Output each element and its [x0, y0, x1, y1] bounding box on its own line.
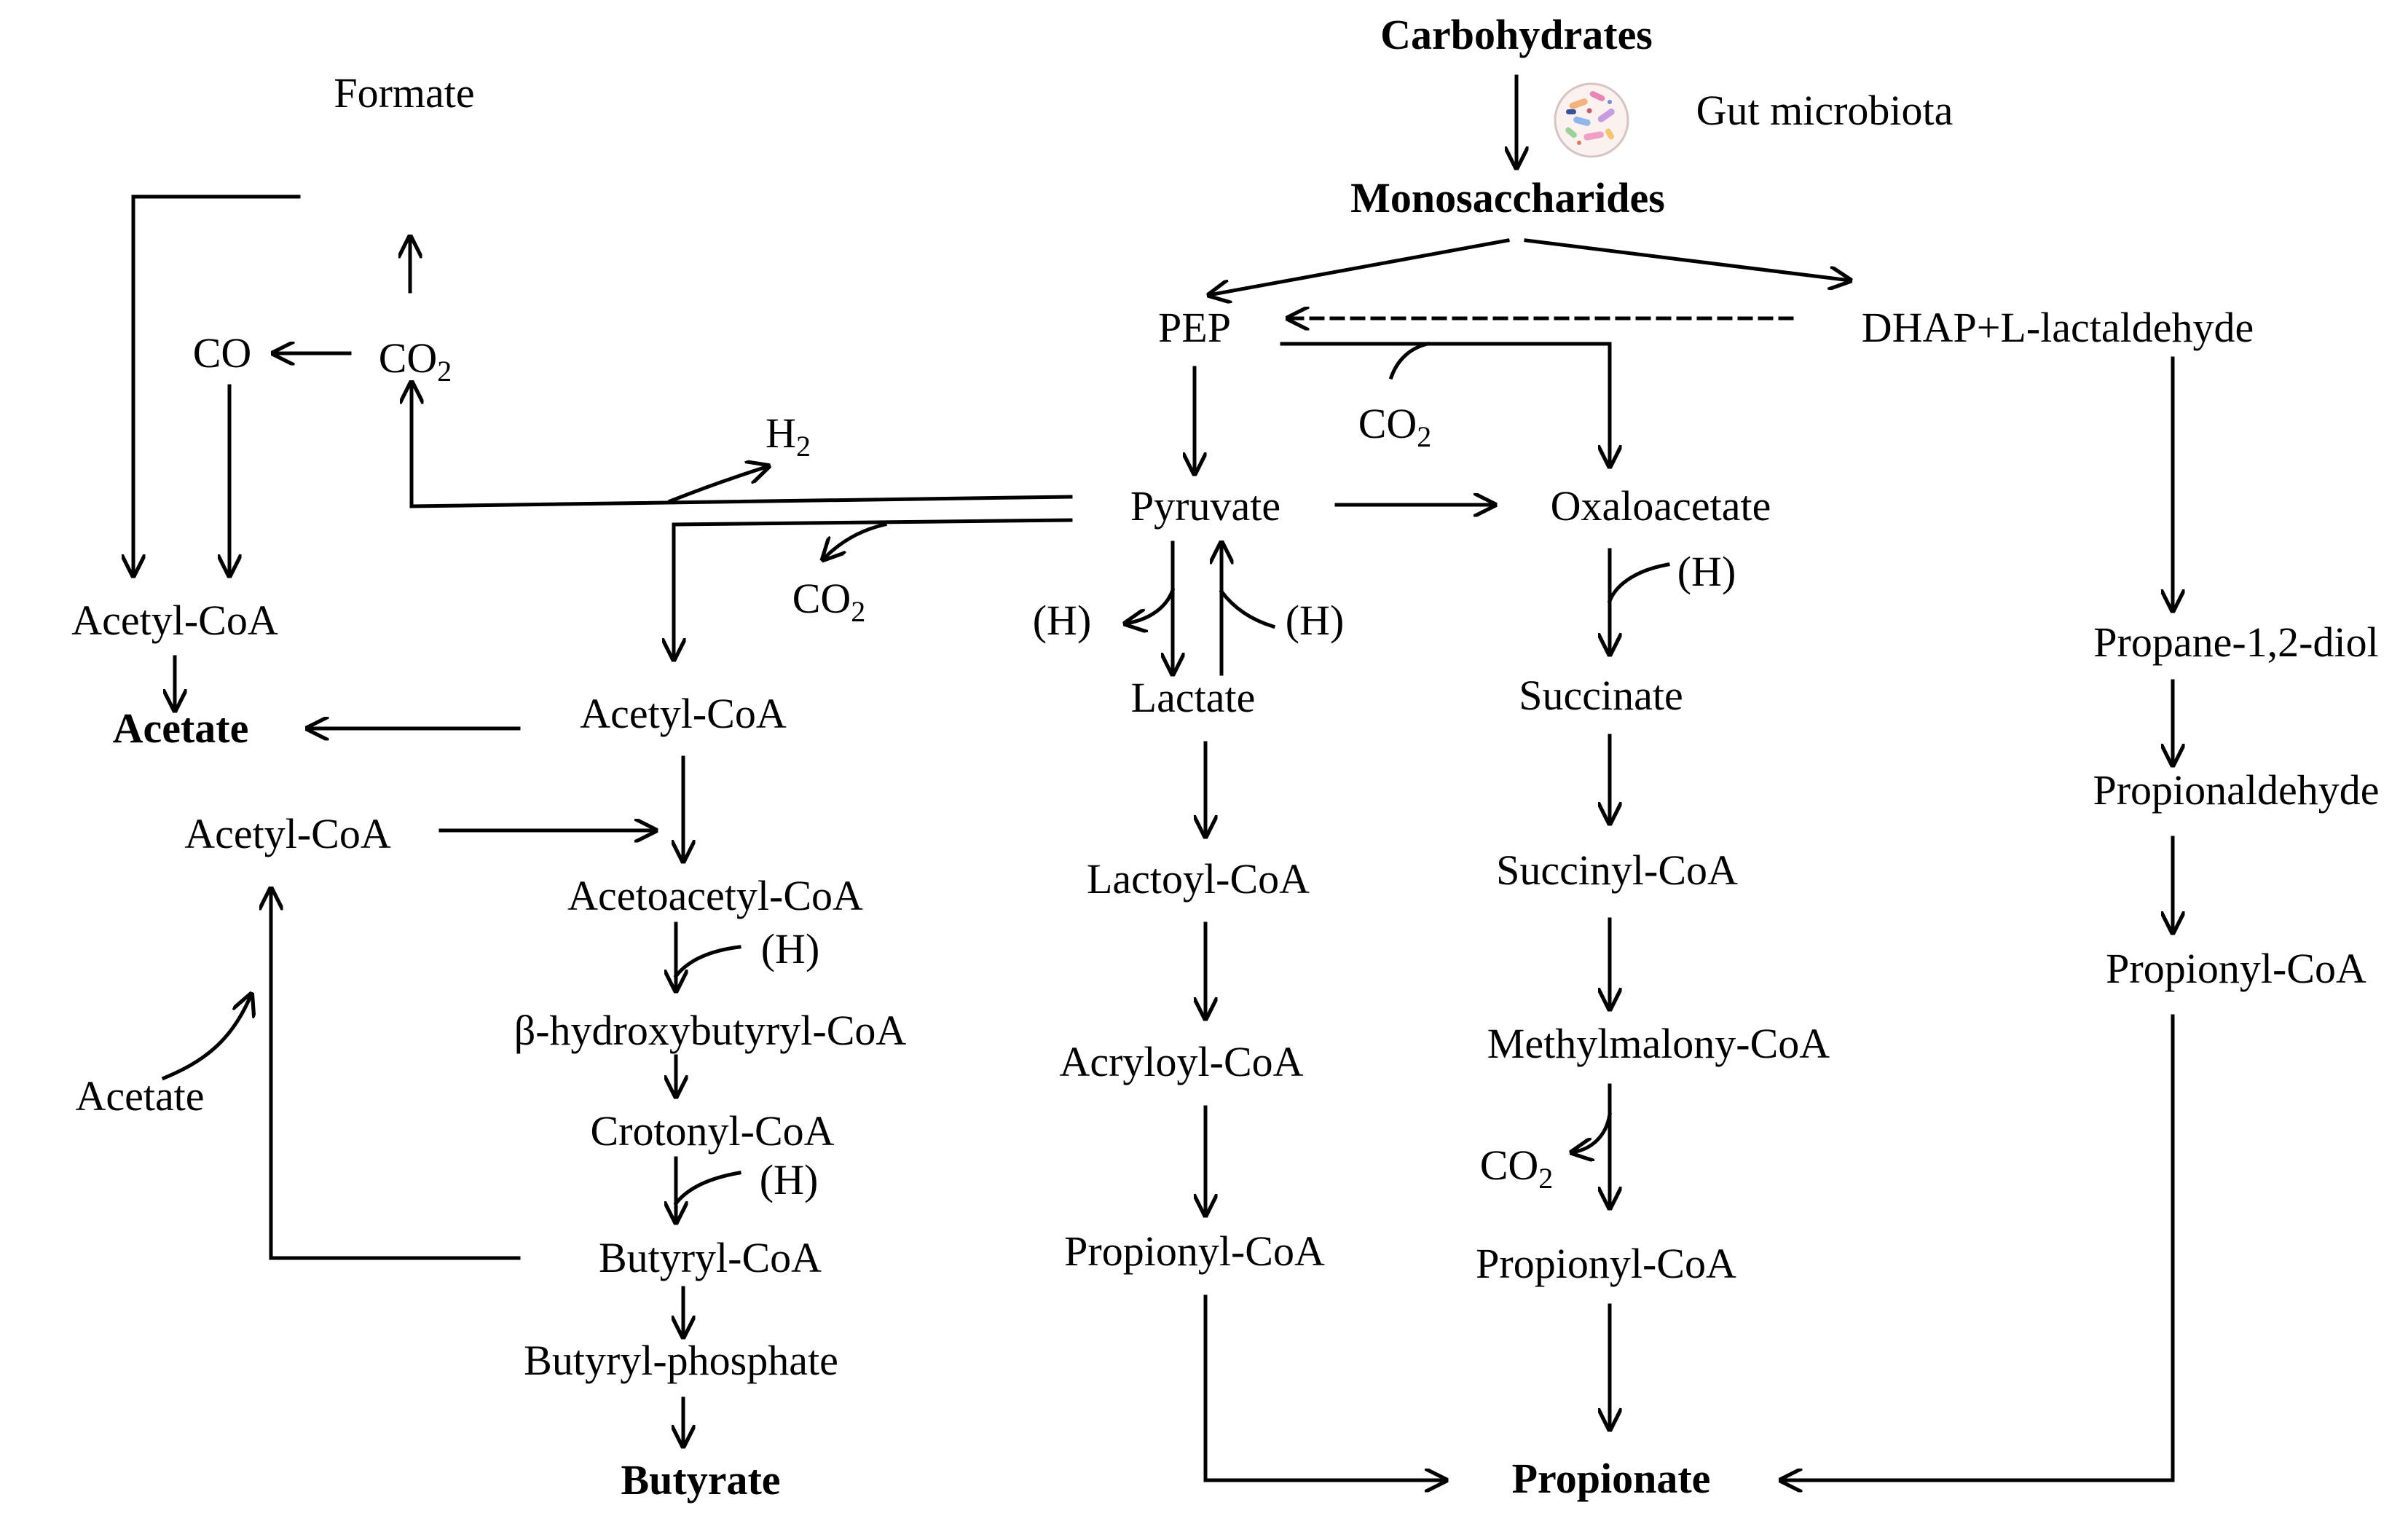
- gut-microbiota-icon: [1554, 82, 1629, 158]
- h-label-acetoacetyl: (H): [760, 925, 820, 972]
- arrow-formate-acetylcoa: [133, 194, 301, 575]
- acetate-label: Acetate: [75, 1072, 205, 1120]
- lactoyl-coa-label: Lactoyl-CoA: [1086, 855, 1310, 903]
- lactate-label: Lactate: [1130, 674, 1256, 721]
- co2-label-pep: CO2: [1358, 400, 1432, 453]
- arrow-h-to-lactate-pyruvate: [1219, 589, 1276, 629]
- dhap-label: DHAP+L-lactaldehyde: [1861, 304, 2254, 351]
- arrow-mono-pep: [1209, 238, 1510, 295]
- arrow-acetate-acetylcoa: [161, 994, 251, 1081]
- propionaldehyde-label: Propionaldehyde: [2093, 766, 2380, 814]
- arrow-h-to-butyryl: [673, 1171, 741, 1206]
- arrow-co2-from-pyruvate: [823, 522, 887, 559]
- propane-diol-label: Propane-1,2-diol: [2093, 618, 2379, 666]
- acetyl-coa-label-left: Acetyl-CoA: [71, 597, 278, 644]
- acetoacetyl-coa-label: Acetoacetyl-CoA: [567, 872, 863, 919]
- arrow-butyrylcoa-acetylcoa: [271, 889, 521, 1260]
- succinyl-coa-label: Succinyl-CoA: [1496, 846, 1738, 894]
- co2-label-methylmalony: CO2: [1479, 1141, 1554, 1195]
- pep-label: PEP: [1158, 304, 1231, 351]
- arrow-propionylcoa-propionate-left: [1203, 1294, 1446, 1480]
- butyryl-coa-label: Butyryl-CoA: [598, 1234, 822, 1281]
- acryloyl-coa-label: Acryloyl-CoA: [1059, 1038, 1304, 1085]
- arrow-co2-from-pep: [1388, 341, 1431, 380]
- carbohydrates-label: Carbohydrates: [1380, 11, 1653, 58]
- arrow-pep-oxaloacetate: [1280, 342, 1610, 466]
- succinate-label: Succinate: [1519, 672, 1683, 719]
- monosaccharides-label: Monosaccharides: [1350, 174, 1665, 221]
- h-label-crotonyl: (H): [759, 1156, 819, 1203]
- h2-label: H2: [766, 409, 811, 463]
- arrow-mono-dhap: [1524, 238, 1850, 280]
- h-label-oxaloacetate: (H): [1677, 548, 1736, 595]
- propionate-label: Propionate: [1511, 1455, 1711, 1502]
- arrow-h-to-succinate: [1607, 562, 1670, 604]
- co2-label-top: CO2: [378, 334, 452, 388]
- gut-microbiota-label: Gut microbiota: [1696, 87, 1953, 134]
- acetyl-coa-label-lower: Acetyl-CoA: [184, 810, 391, 857]
- pyruvate-label: Pyruvate: [1130, 482, 1281, 530]
- h-label-pyruvate-left: (H): [1032, 597, 1092, 644]
- propionyl-coa-label-left: Propionyl-CoA: [1064, 1227, 1325, 1275]
- arrow-propionylcoa-propionate-right: [1781, 1014, 2175, 1480]
- arrow-co2-from-methylmalony: [1572, 1112, 1612, 1152]
- formate-label: Formate: [334, 69, 475, 117]
- arrow-h-from-pyruvate: [1125, 587, 1176, 624]
- acetate-bold-label: Acetate: [112, 704, 249, 752]
- arrow-h2-from-pyruvate: [667, 466, 768, 504]
- butyryl-phosphate-label: Butyryl-phosphate: [524, 1337, 838, 1384]
- butyrate-label: Butyrate: [621, 1456, 781, 1504]
- arrow-h-to-hydroxybutyryl: [673, 945, 741, 979]
- h-label-pyruvate-right: (H): [1285, 597, 1345, 644]
- acetyl-coa-label-center: Acetyl-CoA: [580, 690, 787, 737]
- crotonyl-coa-label: Crotonyl-CoA: [590, 1107, 835, 1155]
- arrow-pyruvate-acetylcoa: [674, 518, 1073, 659]
- co-label: CO: [192, 329, 252, 377]
- propionyl-coa-label-right: Propionyl-CoA: [2106, 945, 2366, 992]
- hydroxybutyryl-coa-label: β-hydroxybutyryl-CoA: [514, 1007, 907, 1054]
- propionyl-coa-label-mid: Propionyl-CoA: [1476, 1240, 1736, 1287]
- co2-label-pyruvate: CO2: [792, 575, 866, 628]
- oxaloacetate-label: Oxaloacetate: [1550, 482, 1771, 530]
- arrow-pyruvate-co2: [412, 382, 1073, 508]
- methylmalony-coa-label: Methylmalony-CoA: [1487, 1020, 1830, 1067]
